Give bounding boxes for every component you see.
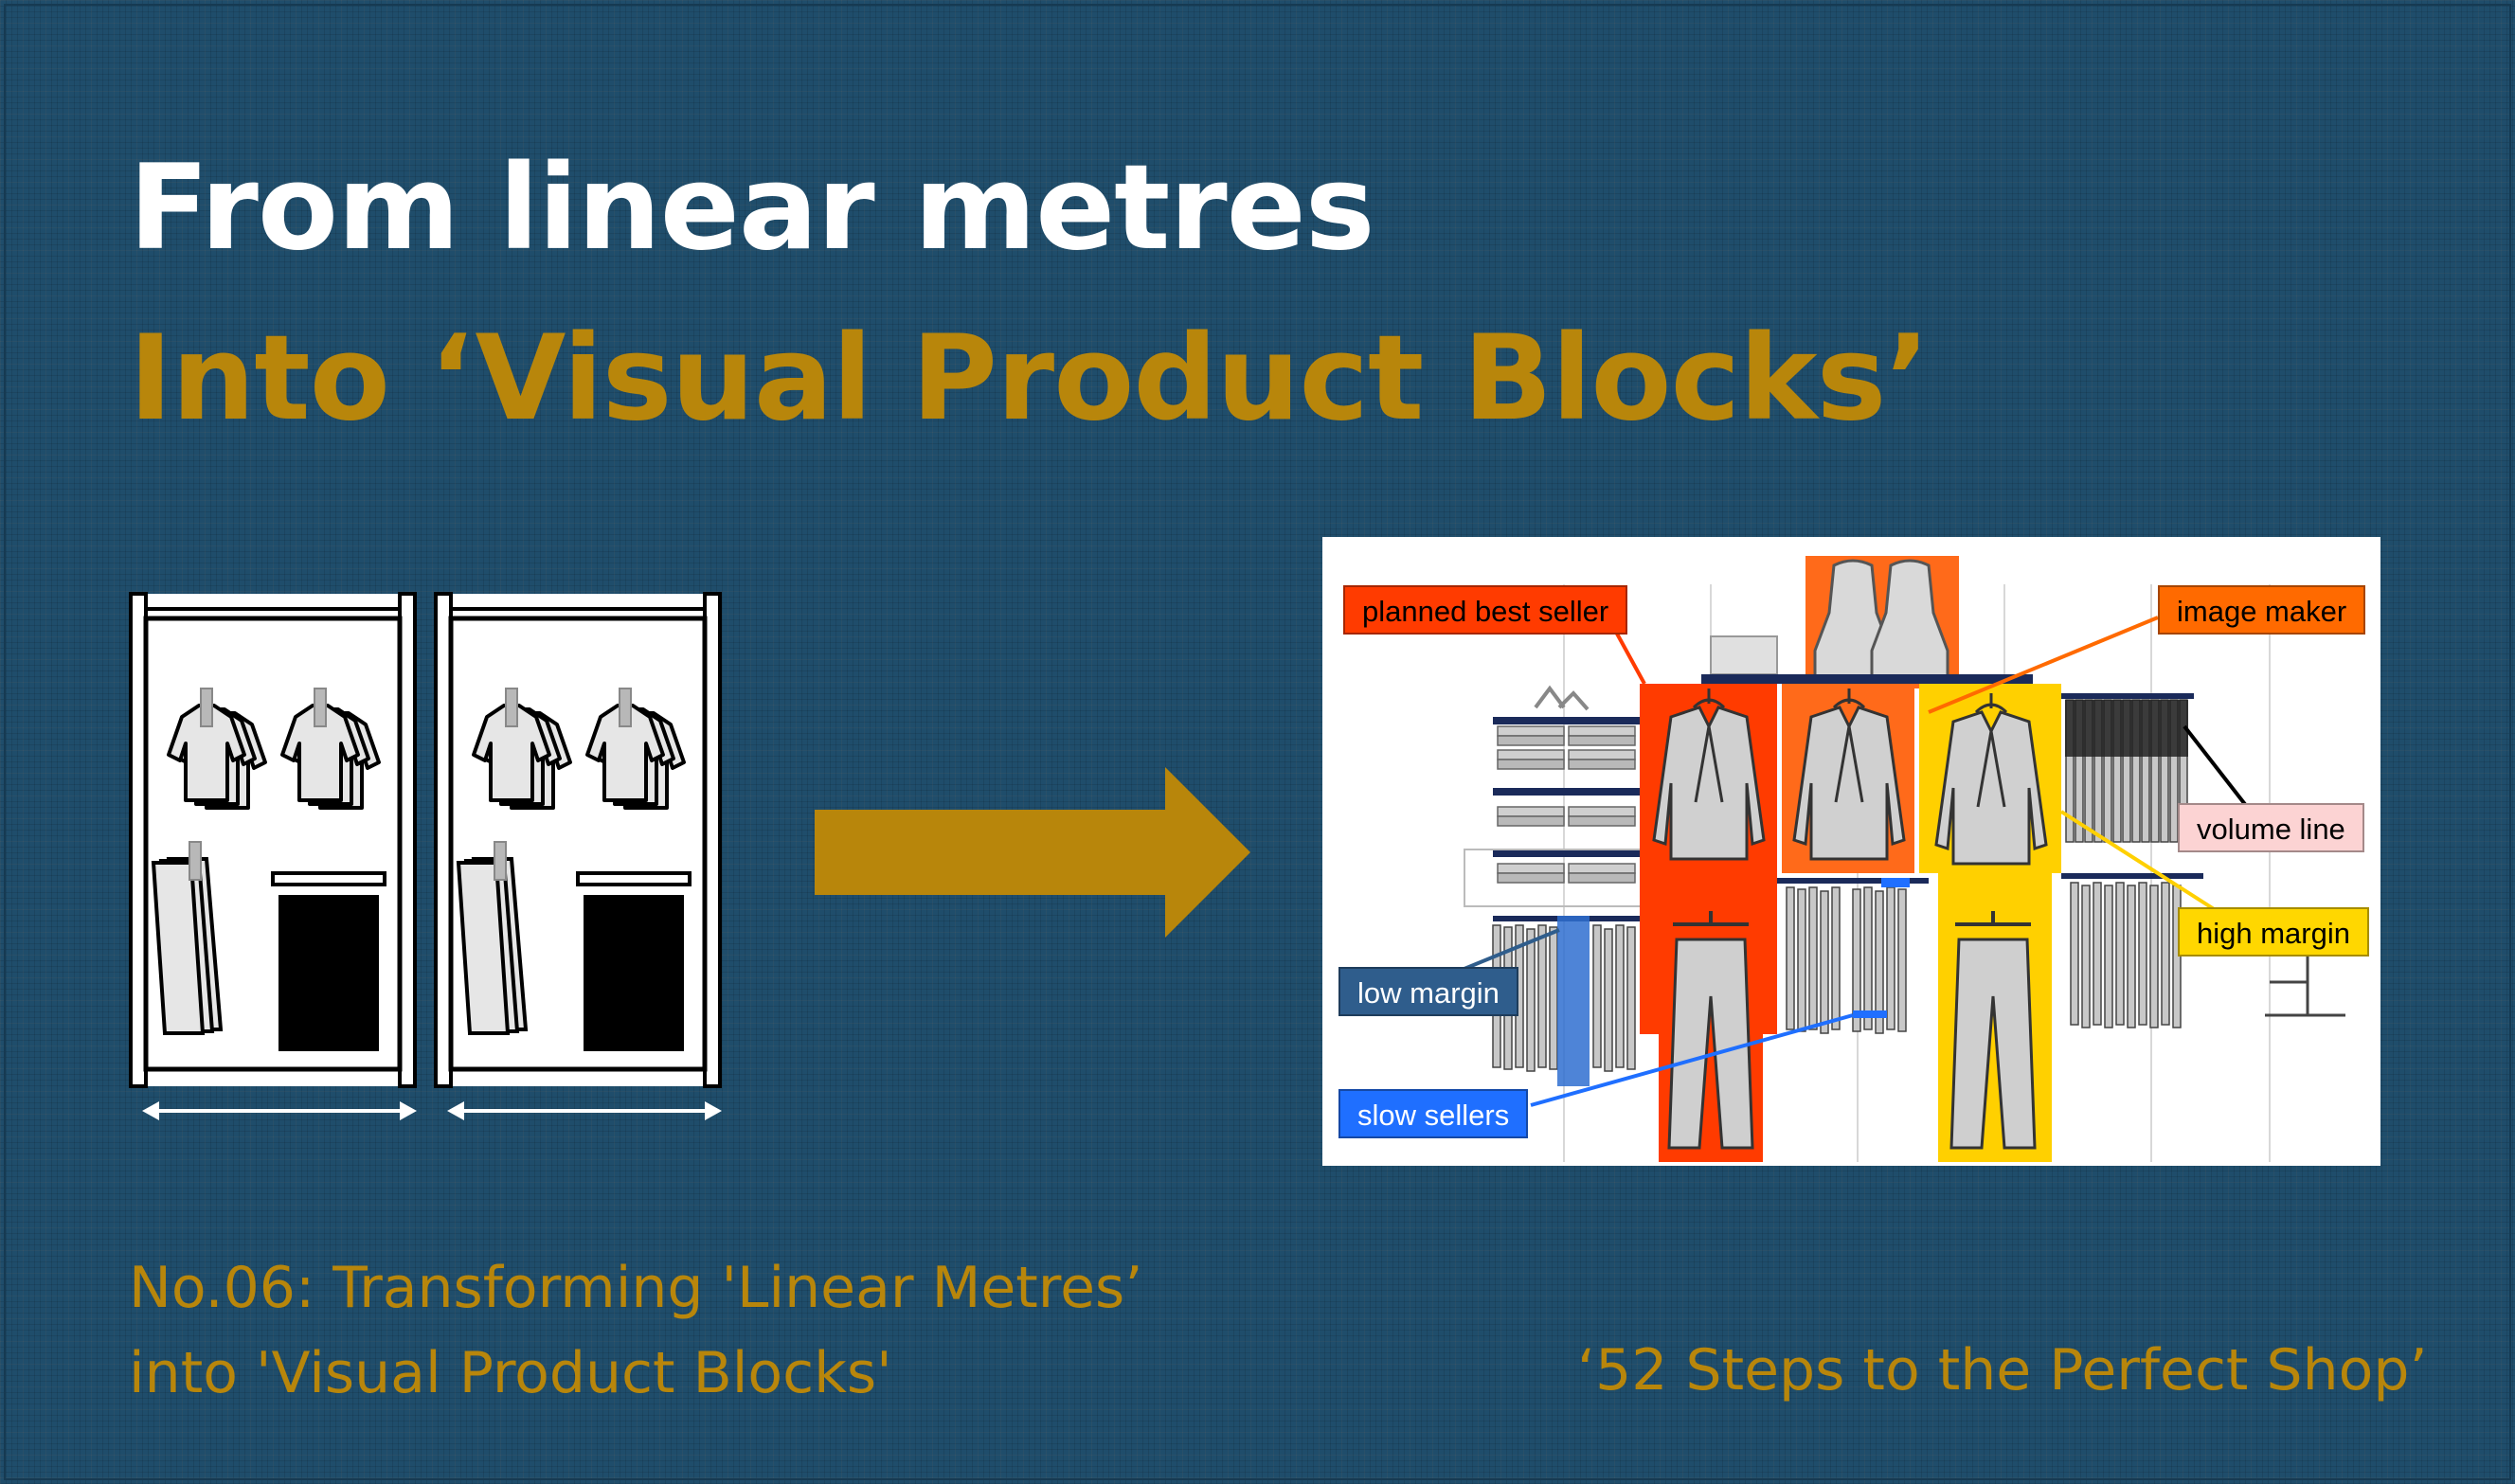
series-caption: No.06: Transforming 'Linear Metres’ into… [129, 1245, 1142, 1416]
label-image-maker: image maker [2158, 585, 2366, 635]
slide-subtitle: Into ‘Visual Product Blocks’ [129, 311, 1930, 447]
label-volume-line: volume line [2178, 803, 2364, 852]
label-low-margin: low margin [1338, 967, 1518, 1016]
linear-metres-diagram [123, 582, 724, 1122]
transform-arrow [815, 767, 1250, 938]
label-high-margin: high margin [2178, 907, 2369, 957]
visual-product-blocks-image: planned best seller image maker volume l… [1322, 537, 2380, 1166]
label-planned-best-seller: planned best seller [1343, 585, 1628, 635]
book-title: ‘52 Steps to the Perfect Shop’ [1577, 1337, 2428, 1404]
slide-title: From linear metres [129, 140, 1375, 277]
series-caption-line1: No.06: Transforming 'Linear Metres’ [129, 1255, 1143, 1321]
label-slow-sellers: slow sellers [1338, 1089, 1529, 1138]
series-caption-line2: into 'Visual Product Blocks' [129, 1340, 892, 1406]
